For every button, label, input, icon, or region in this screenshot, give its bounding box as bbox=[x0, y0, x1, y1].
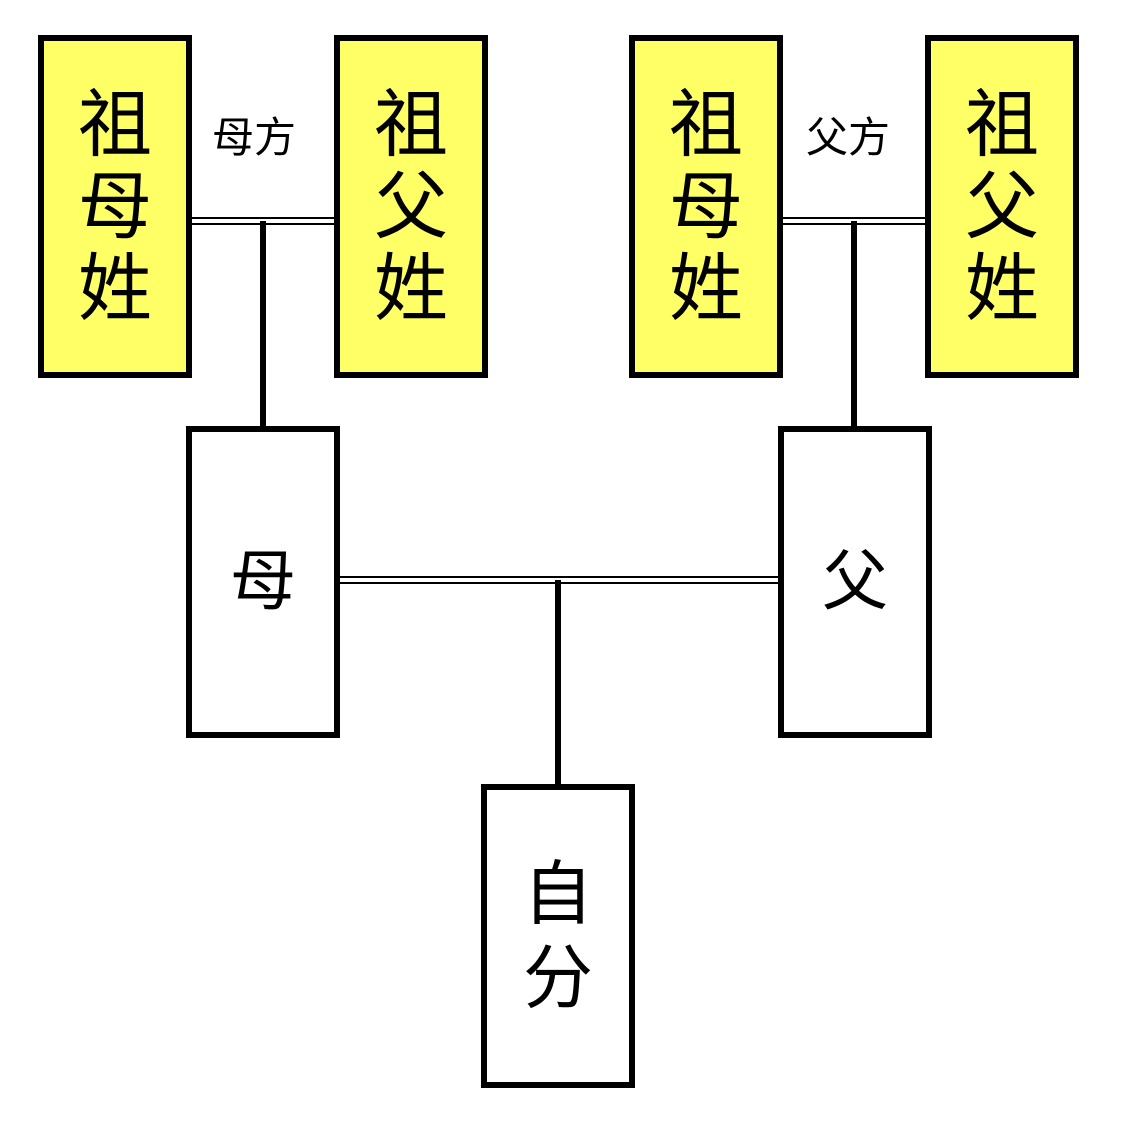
paternal-grandmother-char-1: 祖 bbox=[669, 81, 743, 168]
paternal-grandfather-label: 祖 父 姓 bbox=[965, 84, 1039, 330]
father-char-1: 父 bbox=[822, 543, 888, 620]
maternal-grandfather-char-2: 父 bbox=[374, 163, 448, 250]
paternal-grandfather-box: 祖 父 姓 bbox=[925, 35, 1079, 378]
self-box: 自 分 bbox=[481, 784, 635, 1088]
paternal-grandfather-char-1: 祖 bbox=[965, 81, 1039, 168]
maternal-grandfather-char-3: 姓 bbox=[374, 245, 448, 332]
father-box: 父 bbox=[778, 426, 932, 738]
mother-label: 母 bbox=[230, 549, 296, 615]
paternal-descent-line bbox=[851, 221, 857, 429]
paternal-grandfather-char-2: 父 bbox=[965, 163, 1039, 250]
paternal-side-label: 父方 bbox=[806, 113, 891, 162]
self-descent-line bbox=[555, 580, 561, 786]
maternal-grandfather-box: 祖 父 姓 bbox=[334, 35, 488, 378]
self-label: 自 分 bbox=[523, 852, 593, 1020]
maternal-side-label: 母方 bbox=[212, 113, 297, 162]
maternal-grandmother-char-2: 母 bbox=[78, 163, 152, 250]
paternal-grandfather-char-3: 姓 bbox=[965, 245, 1039, 332]
maternal-descent-line bbox=[260, 221, 266, 429]
maternal-grandmother-char-1: 祖 bbox=[78, 81, 152, 168]
maternal-grandfather-label: 祖 父 姓 bbox=[374, 84, 448, 330]
maternal-grandfather-char-1: 祖 bbox=[374, 81, 448, 168]
father-label: 父 bbox=[822, 549, 888, 615]
maternal-grandmother-label: 祖 母 姓 bbox=[78, 84, 152, 330]
paternal-grandmother-label: 祖 母 姓 bbox=[669, 84, 743, 330]
mother-box: 母 bbox=[186, 426, 340, 738]
paternal-grandmother-char-3: 姓 bbox=[669, 245, 743, 332]
maternal-grandmother-char-3: 姓 bbox=[78, 245, 152, 332]
self-char-1: 自 bbox=[523, 853, 593, 935]
mother-char-1: 母 bbox=[230, 543, 296, 620]
maternal-grandmother-box: 祖 母 姓 bbox=[38, 35, 192, 378]
paternal-grandmother-box: 祖 母 姓 bbox=[629, 35, 783, 378]
paternal-grandmother-char-2: 母 bbox=[669, 163, 743, 250]
self-char-2: 分 bbox=[523, 937, 593, 1019]
